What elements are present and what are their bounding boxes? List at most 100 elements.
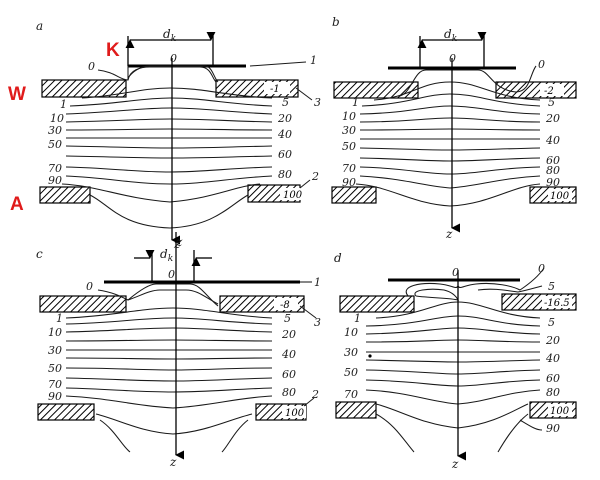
left-value: 10 bbox=[50, 112, 64, 125]
right-value: 40 bbox=[545, 134, 560, 147]
callout-2: 2 bbox=[311, 170, 319, 183]
equipotential-1 bbox=[81, 87, 273, 99]
electrode-value-box bbox=[264, 82, 290, 94]
equipotential-80 bbox=[65, 175, 273, 185]
equipotential-80 bbox=[375, 403, 529, 429]
wehnelt-electrode-left bbox=[339, 295, 415, 313]
left-value: 70 bbox=[342, 162, 356, 175]
left-value: 90 bbox=[48, 174, 62, 187]
left-value: 70 bbox=[48, 162, 62, 175]
equipotential-40 bbox=[365, 359, 541, 363]
equipotential-50 bbox=[359, 147, 541, 151]
left-value: 90 bbox=[342, 176, 356, 189]
right-value: 60 bbox=[546, 372, 560, 385]
zero-label-top: 0 bbox=[168, 268, 175, 281]
zero-label-side: 0 bbox=[88, 60, 95, 73]
zero-label-top: 0 bbox=[449, 52, 456, 65]
anode-electrode-left bbox=[331, 186, 377, 204]
equipotential-zero bbox=[399, 65, 537, 97]
callout-line-1 bbox=[249, 61, 307, 67]
anode-electrode-left bbox=[335, 401, 377, 419]
equipotential-outer bbox=[519, 419, 543, 431]
left-value: 50 bbox=[48, 138, 62, 151]
stray-dot bbox=[368, 354, 372, 358]
dk-label: dk bbox=[444, 27, 457, 44]
equipotential-30 bbox=[65, 128, 273, 131]
z-axis-label-top: z bbox=[175, 235, 183, 249]
equipotential-60 bbox=[65, 155, 273, 159]
left-value: 50 bbox=[344, 366, 358, 379]
right-value: 20 bbox=[277, 112, 292, 125]
electrode-value-box bbox=[274, 298, 298, 310]
right-value: 80 bbox=[546, 386, 560, 399]
equipotential-90 bbox=[355, 183, 541, 207]
electrode-value: -2 bbox=[544, 86, 554, 97]
anode-electrode-left bbox=[37, 403, 95, 421]
equipotential-zero bbox=[97, 283, 219, 307]
equipotential-cap bbox=[127, 289, 219, 305]
equipotential-10 bbox=[359, 105, 541, 115]
equipotential-zero-loop-left bbox=[414, 288, 459, 301]
dk-label: dk bbox=[163, 27, 176, 44]
callout-1: 1 bbox=[314, 276, 321, 289]
right-value: 40 bbox=[545, 352, 560, 365]
equipotential-60 bbox=[365, 379, 541, 387]
panel-letter: a bbox=[36, 19, 43, 33]
right-value: 90 bbox=[546, 422, 560, 435]
left-value: 10 bbox=[344, 326, 358, 339]
equipotential-90 bbox=[375, 413, 529, 453]
marker-a: A bbox=[10, 194, 24, 215]
left-value: 70 bbox=[48, 378, 62, 391]
panel-c: c -8 100 dk z z 0 0 1 bbox=[36, 232, 321, 469]
right-value: 40 bbox=[277, 128, 292, 141]
anode-value-box bbox=[548, 404, 572, 416]
wehnelt-electrode-left bbox=[333, 81, 419, 99]
right-value: 5 bbox=[548, 96, 555, 109]
zero-label-top: 0 bbox=[170, 52, 177, 65]
right-value: 5 bbox=[548, 316, 555, 329]
right-value: 80 bbox=[282, 386, 296, 399]
anode-value: 100 bbox=[285, 408, 305, 419]
zero-label-side: 0 bbox=[538, 58, 545, 71]
right-value: 60 bbox=[546, 154, 560, 167]
callout-line-3 bbox=[295, 87, 313, 101]
right-value: 80 bbox=[546, 164, 560, 177]
equipotential-20 bbox=[365, 339, 541, 343]
electrode-value-box bbox=[542, 296, 572, 308]
callout-line-2 bbox=[299, 179, 311, 189]
equipotential-80 bbox=[65, 395, 273, 409]
equipotential-zero bbox=[405, 267, 545, 297]
z-axis-label: z bbox=[445, 227, 453, 241]
equipotential-70 bbox=[365, 389, 541, 405]
equipotential-20 bbox=[359, 117, 541, 123]
equipotential-5 bbox=[65, 317, 273, 325]
equipotential-surface-cap bbox=[127, 66, 217, 83]
panel-letter: c bbox=[36, 247, 43, 261]
right-value: 5 bbox=[548, 280, 555, 293]
equipotential-1 bbox=[65, 307, 273, 319]
left-value: 50 bbox=[48, 362, 62, 375]
left-value: 90 bbox=[48, 390, 62, 403]
zero-label-side: 0 bbox=[538, 262, 545, 275]
equipotential-50 bbox=[365, 369, 541, 375]
left-value: 30 bbox=[48, 124, 62, 137]
left-value: 10 bbox=[342, 110, 356, 123]
anode-value: 100 bbox=[550, 406, 570, 417]
electrode-value: -16.5 bbox=[544, 298, 570, 309]
equipotential-80 bbox=[359, 175, 541, 189]
left-value: 1 bbox=[60, 98, 67, 111]
panel-letter: b bbox=[332, 15, 340, 29]
marker-w: W bbox=[8, 84, 26, 105]
anode-value: 100 bbox=[550, 191, 570, 202]
left-value: 1 bbox=[352, 96, 359, 109]
anode-electrode-left bbox=[39, 186, 91, 204]
right-value: 90 bbox=[546, 176, 560, 189]
callout-1: 1 bbox=[310, 54, 317, 67]
left-value: 30 bbox=[48, 344, 62, 357]
left-value: 10 bbox=[48, 326, 62, 339]
callout-line-3 bbox=[299, 305, 317, 319]
z-axis-label: z bbox=[451, 457, 459, 471]
equipotential-5-right bbox=[477, 285, 543, 293]
marker-k: K bbox=[106, 40, 120, 61]
equipotential-70 bbox=[65, 387, 273, 393]
